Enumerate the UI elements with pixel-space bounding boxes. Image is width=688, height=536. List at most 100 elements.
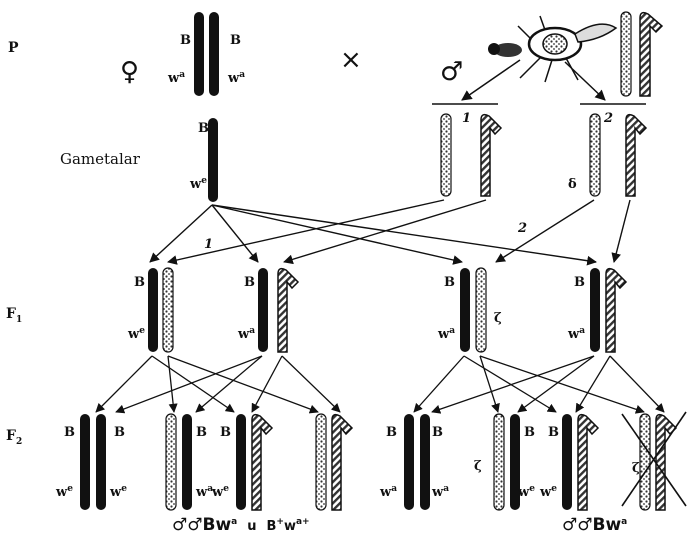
allele-label: we <box>55 484 73 500</box>
allele-label: we <box>127 326 145 342</box>
allele-label: wa <box>237 326 255 342</box>
allele-label: B <box>230 33 241 48</box>
cross-arrow <box>283 199 487 265</box>
cross-arrow <box>575 355 611 413</box>
f2-chromosome-dotted <box>493 413 505 511</box>
generation-f1-label: F1 <box>6 306 22 325</box>
allele-label: wa <box>437 326 455 342</box>
allele-label: B <box>220 425 231 440</box>
f2-y-chromosome <box>655 413 678 511</box>
allele-label: B <box>444 275 455 290</box>
allele-label: B <box>196 425 207 440</box>
cross-out-mark <box>621 411 687 507</box>
cross-arrow <box>517 355 595 413</box>
f2-chromosome-black <box>236 414 246 510</box>
cross-arrow <box>167 355 319 414</box>
f1-chromosome-dotted <box>162 267 174 353</box>
gamete-y-chromosome <box>625 113 648 197</box>
gamete-chromosome-dotted <box>440 113 452 197</box>
f2-y-chromosome <box>331 413 354 511</box>
f2-chromosome-dotted <box>165 413 177 511</box>
cross-arrow <box>479 355 645 414</box>
f2-chromosome-black <box>510 414 520 510</box>
allele-label: B <box>574 275 585 290</box>
cross-arrow <box>167 355 178 413</box>
f1-chromosome-dotted <box>475 267 487 353</box>
gamete-number: 1 <box>462 111 471 126</box>
allele-label: B <box>244 275 255 290</box>
cross-arrow <box>611 199 631 263</box>
cross-arrow <box>413 355 465 413</box>
cross-arrow <box>609 355 665 413</box>
f2-chromosome-black <box>420 414 430 510</box>
caption-right: ♂♂Bwa <box>562 515 627 535</box>
f2-chromosome-dotted <box>315 413 327 511</box>
allele-label: B <box>64 425 75 440</box>
allele-label: B <box>198 121 209 136</box>
gamete-number: 2 <box>603 111 613 126</box>
f2-y-chromosome <box>577 413 600 511</box>
cross-arrow <box>95 355 153 413</box>
cross-arrow <box>151 355 235 413</box>
allele-label: we <box>517 484 535 500</box>
female-symbol: ♀ <box>120 57 139 87</box>
f2-chromosome-black <box>96 414 106 510</box>
gamete-chromosome-dotted <box>589 113 601 197</box>
cross-arrow <box>479 355 500 413</box>
mutation-mark: ζ <box>494 311 502 326</box>
allele-label: B <box>432 425 443 440</box>
cross-arrow <box>167 199 445 265</box>
generation-p-label: P <box>8 40 19 56</box>
male-symbol: ♂ <box>440 57 463 87</box>
generation-f2-label: F2 <box>6 428 22 447</box>
allele-label: wa <box>567 326 585 342</box>
allele-label: B <box>386 425 397 440</box>
x-chromosome-black <box>209 12 219 96</box>
cross-arrow <box>431 355 595 414</box>
f1-chromosome-black <box>590 268 600 352</box>
fruit-fly-icon <box>488 15 618 83</box>
f2-y-chromosome <box>251 413 274 511</box>
allele-label: we <box>211 484 229 500</box>
mutation-mark: ζ <box>632 461 640 476</box>
allele-label: wa <box>195 484 213 500</box>
f1-y-chromosome <box>277 267 300 353</box>
f2-chromosome-black <box>80 414 90 510</box>
cross-symbol: × <box>340 45 362 75</box>
allele-label: B <box>114 425 125 440</box>
f2-chromosome-black <box>182 414 192 510</box>
allele-label: we <box>189 176 207 192</box>
gamete-chromosome-black <box>208 118 218 202</box>
cross-arrow <box>211 204 259 263</box>
cross-arrow <box>281 355 341 413</box>
mutation-mark: ζ <box>474 459 482 474</box>
f1-chromosome-black <box>460 268 470 352</box>
f1-y-chromosome <box>605 267 628 353</box>
cross-arrow <box>463 355 557 413</box>
cross-arrow <box>195 355 263 413</box>
allele-label: B <box>548 425 559 440</box>
f2-chromosome-dotted <box>639 413 651 511</box>
cross-arrow <box>115 355 263 414</box>
gametes-label: Gametalar <box>60 150 141 168</box>
mutation-mark: δ <box>568 177 577 192</box>
x-chromosome-black <box>194 12 204 96</box>
cross-number: 1 <box>204 237 213 252</box>
cross-arrow <box>495 199 595 263</box>
allele-label: wa <box>167 70 185 86</box>
f1-chromosome-black <box>148 268 158 352</box>
allele-label: we <box>109 484 127 500</box>
inheritance-arrow <box>564 61 606 101</box>
allele-label: B <box>524 425 535 440</box>
allele-label: we <box>539 484 557 500</box>
f2-chromosome-black <box>562 414 572 510</box>
cross-number: 2 <box>517 221 527 236</box>
allele-label: wa <box>379 484 397 500</box>
gamete-y-chromosome <box>480 113 503 197</box>
allele-label: B <box>134 275 145 290</box>
allele-label: wa <box>431 484 449 500</box>
f2-chromosome-black <box>404 414 414 510</box>
cross-arrow <box>251 355 283 413</box>
allele-label: wa <box>227 70 245 86</box>
